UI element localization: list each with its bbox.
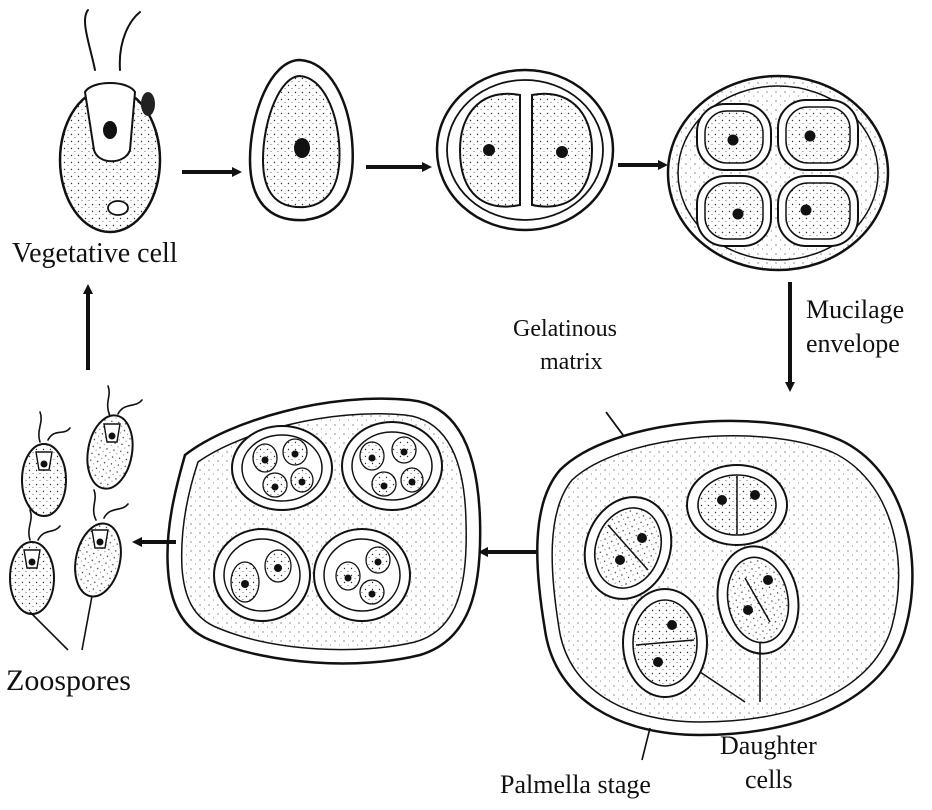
cell-cluster bbox=[314, 529, 410, 621]
zoospore bbox=[69, 490, 128, 601]
vegetative-cell bbox=[60, 10, 160, 232]
four-cell-colony bbox=[668, 76, 888, 270]
palmella-colony-left bbox=[167, 399, 480, 664]
gelatinous-matrix-label-line2: matrix bbox=[540, 349, 603, 375]
zoospores-pointer-2 bbox=[82, 596, 92, 650]
vegetative-cell-label: Vegetative cell bbox=[12, 238, 178, 269]
mucilage-envelope-label-line1: Mucilage bbox=[806, 295, 904, 324]
zoospores bbox=[10, 386, 142, 614]
daughter-cell-group bbox=[623, 589, 707, 697]
cell-cluster bbox=[342, 422, 442, 510]
zoospore bbox=[22, 412, 70, 516]
daughter-cells-label-line1: Daughter bbox=[720, 731, 817, 760]
cell-cluster bbox=[214, 529, 310, 621]
zoospore bbox=[82, 386, 142, 492]
zoospore bbox=[10, 510, 60, 614]
gelatinous-matrix-label-line1: Gelatinous bbox=[513, 316, 617, 342]
palmella-stage-pointer bbox=[642, 728, 650, 760]
zoospores-label: Zoospores bbox=[6, 664, 131, 697]
daughter-cell-group bbox=[687, 465, 787, 545]
cell-cluster bbox=[232, 426, 332, 510]
encapsulated-cell bbox=[250, 60, 353, 220]
mucilage-envelope-label-line2: envelope bbox=[806, 329, 900, 358]
daughter-cells-label-line2: cells bbox=[745, 765, 793, 794]
palmella-stage-label: Palmella stage bbox=[500, 770, 651, 799]
zoospores-pointer-1 bbox=[30, 612, 68, 650]
two-cell-division bbox=[437, 70, 613, 230]
